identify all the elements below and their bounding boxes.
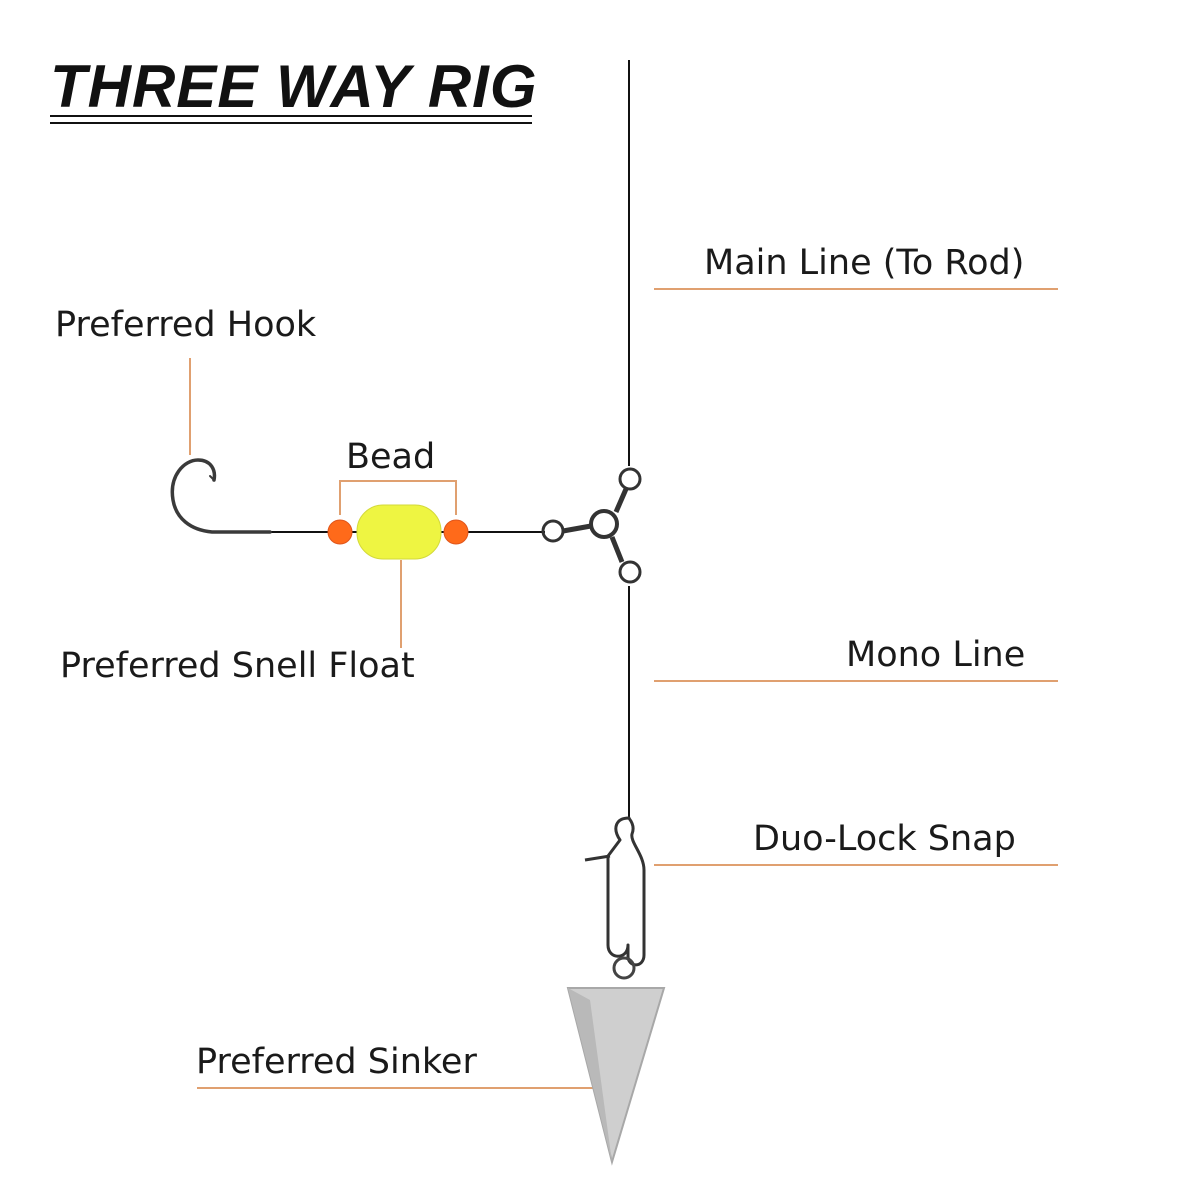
bead-label: Bead: [346, 437, 436, 477]
sinker: [566, 956, 666, 1166]
main-line-label: Main Line (To Rod): [704, 243, 1025, 283]
leader-lines: [189, 288, 1058, 1089]
diagram-title: THREE WAY RIG: [50, 53, 538, 120]
duo-lock-snap: [584, 816, 646, 967]
title-underline-bottom: [50, 122, 532, 124]
duo-lock-snap-label: Duo-Lock Snap: [753, 819, 1016, 859]
bead-leader: [339, 480, 457, 515]
mono-line-label: Mono Line: [846, 635, 1026, 675]
preferred-hook-label: Preferred Hook: [55, 305, 317, 345]
hook: [170, 458, 272, 534]
bead-left: [327, 519, 353, 545]
bead-right: [443, 519, 469, 545]
snell-float: [356, 504, 442, 560]
snell-float-label: Preferred Snell Float: [60, 646, 415, 686]
preferred-sinker-label: Preferred Sinker: [196, 1042, 477, 1082]
title-underline-top: [50, 115, 532, 117]
three-way-swivel: [541, 467, 642, 584]
